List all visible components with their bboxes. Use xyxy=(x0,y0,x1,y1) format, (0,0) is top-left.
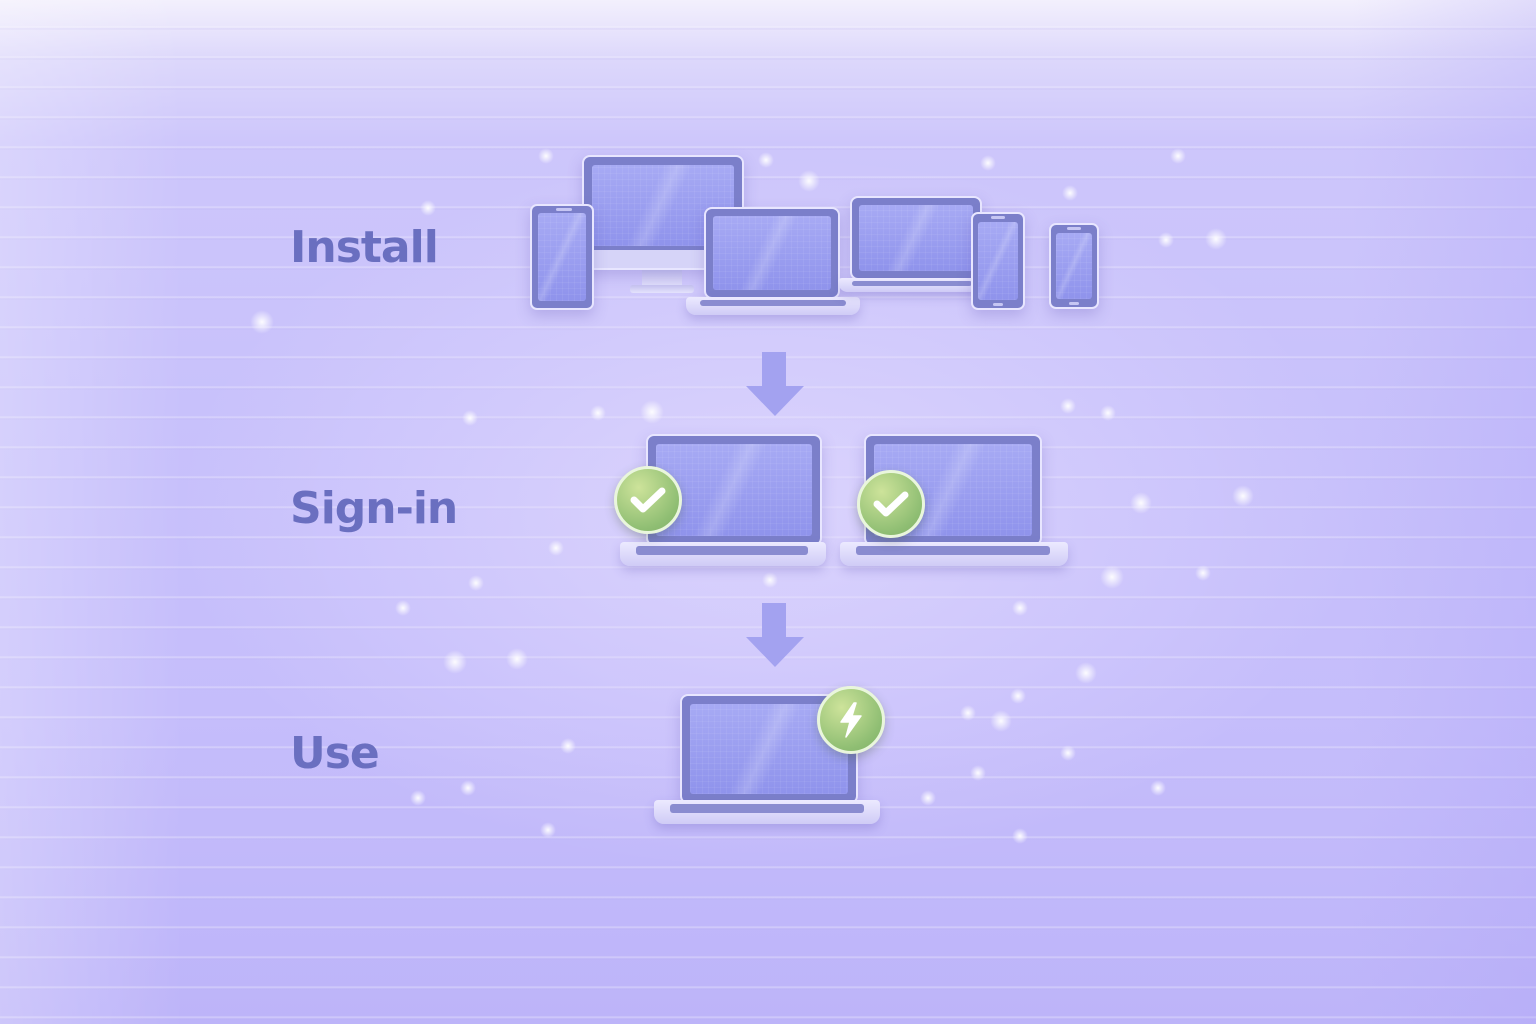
step-label-install: Install xyxy=(290,222,439,273)
lightning-badge xyxy=(817,686,885,754)
tablet-icon xyxy=(530,204,594,310)
laptop-icon xyxy=(838,196,986,296)
check-icon xyxy=(630,487,666,513)
laptop-icon xyxy=(686,207,860,319)
check-badge xyxy=(614,466,682,534)
check-icon xyxy=(873,491,909,517)
check-badge xyxy=(857,470,925,538)
lightning-icon xyxy=(840,702,862,738)
step-label-use: Use xyxy=(290,728,380,779)
tablet-icon xyxy=(971,212,1025,310)
arrow-down-icon xyxy=(746,352,804,416)
phone-icon xyxy=(1049,223,1099,309)
step-label-sign-in: Sign-in xyxy=(290,483,458,534)
arrow-down-icon xyxy=(746,603,804,667)
